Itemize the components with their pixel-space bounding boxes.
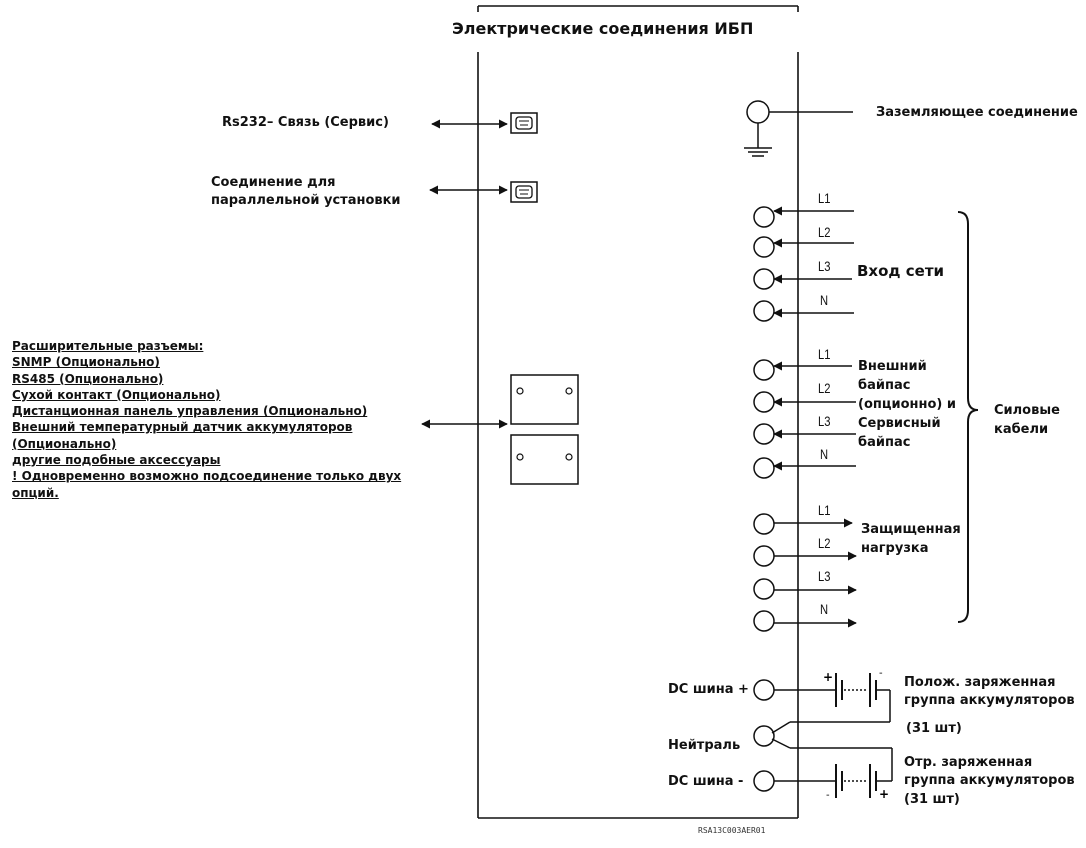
load-phase-n: N (820, 601, 829, 617)
options-note: ! Одновременно возможно подсоединение то… (12, 469, 402, 484)
ground-icon (744, 100, 853, 157)
load-phase-l2: L2 (818, 535, 831, 551)
load-label-1: Защищенная (861, 522, 961, 537)
neutral-label: Нейтраль (668, 738, 741, 753)
mains-input-label: Вход сети (857, 262, 945, 280)
pos-group-label-3: (31 шт) (906, 721, 962, 736)
pos-group-label-1: Полож. заряженная (904, 675, 1056, 690)
rs232-label: Rs232– Связь (Сервис) (222, 115, 389, 130)
mains-phase-l3: L3 (818, 258, 831, 274)
option-snmp: SNMP (Опционально) (12, 355, 160, 370)
power-cables-label-2: кабели (994, 422, 1049, 437)
mains-phase-l1: L1 (818, 190, 831, 206)
option-temp-sensor-cont: (Опционально) (12, 436, 117, 451)
battery-plus-sign: + (823, 670, 833, 684)
rs232-port-icon (510, 112, 538, 134)
bypass-label-3: (опционно) и (858, 397, 957, 412)
load-terminals (753, 513, 857, 632)
bypass-label-5: байпас (858, 435, 911, 450)
neg-group-label-3: (31 шт) (904, 792, 960, 807)
dc-plus-label: DC шина + (668, 682, 749, 697)
battery-plus-sign-2: + (879, 787, 889, 801)
battery-minus-sign: - (879, 668, 883, 679)
mains-input-terminals (753, 206, 854, 322)
option-temp-sensor: Внешний температурный датчик аккумулятор… (12, 420, 353, 435)
option-rs485: RS485 (Опционально) (12, 371, 164, 386)
power-cables-label-1: Силовые (994, 403, 1060, 418)
bypass-phase-n: N (820, 446, 829, 462)
mains-phase-l2: L2 (818, 224, 831, 240)
parallel-label-line-2: параллельной установки (211, 193, 401, 208)
pos-group-label-2: группа аккумуляторов (904, 693, 1075, 708)
bypass-label-4: Сервисный (858, 416, 941, 431)
options-note-cont: опций. (12, 485, 59, 500)
neg-group-label-2: группа аккумуляторов (904, 773, 1075, 788)
diagram-title: Электрические соединения ИБП (452, 19, 754, 38)
mains-phase-n: N (820, 292, 829, 308)
option-dry-contact: Сухой контакт (Опционально) (12, 387, 221, 402)
bypass-terminals (753, 359, 856, 479)
option-remote-panel: Дистанционная панель управления (Опциона… (12, 404, 368, 419)
bypass-label-2: байпас (858, 378, 911, 393)
option-slot-1 (510, 374, 579, 425)
load-phase-l1: L1 (818, 502, 831, 518)
figure-code: RSA13C003AER01 (698, 826, 766, 835)
option-other-accessories: другие подобные аксессуары (12, 453, 221, 468)
bypass-phase-l3: L3 (818, 413, 831, 429)
load-phase-l3: L3 (818, 568, 831, 584)
battery-minus-sign-2: - (826, 790, 830, 801)
power-cables-brace (957, 211, 979, 623)
parallel-port-icon (510, 181, 538, 203)
dc-minus-label: DC шина - (668, 774, 744, 789)
parallel-label-line-1: Соединение для (211, 175, 336, 190)
battery-positive-icon (835, 673, 890, 707)
expansion-options-list: Расширительные разъемы: SNMP (Опциональн… (12, 338, 401, 501)
option-slot-2 (510, 434, 579, 485)
bypass-phase-l1: L1 (818, 346, 831, 362)
load-label-2: нагрузка (861, 541, 929, 556)
options-heading: Расширительные разъемы: (12, 339, 204, 353)
neg-group-label-1: Отр. заряженная (904, 755, 1033, 770)
ground-label: Заземляющее соединение (876, 105, 1078, 120)
dc-bus-terminals (753, 679, 893, 792)
bypass-phase-l2: L2 (818, 380, 831, 396)
battery-negative-icon (835, 764, 892, 798)
bypass-label-1: Внешний (858, 359, 927, 374)
